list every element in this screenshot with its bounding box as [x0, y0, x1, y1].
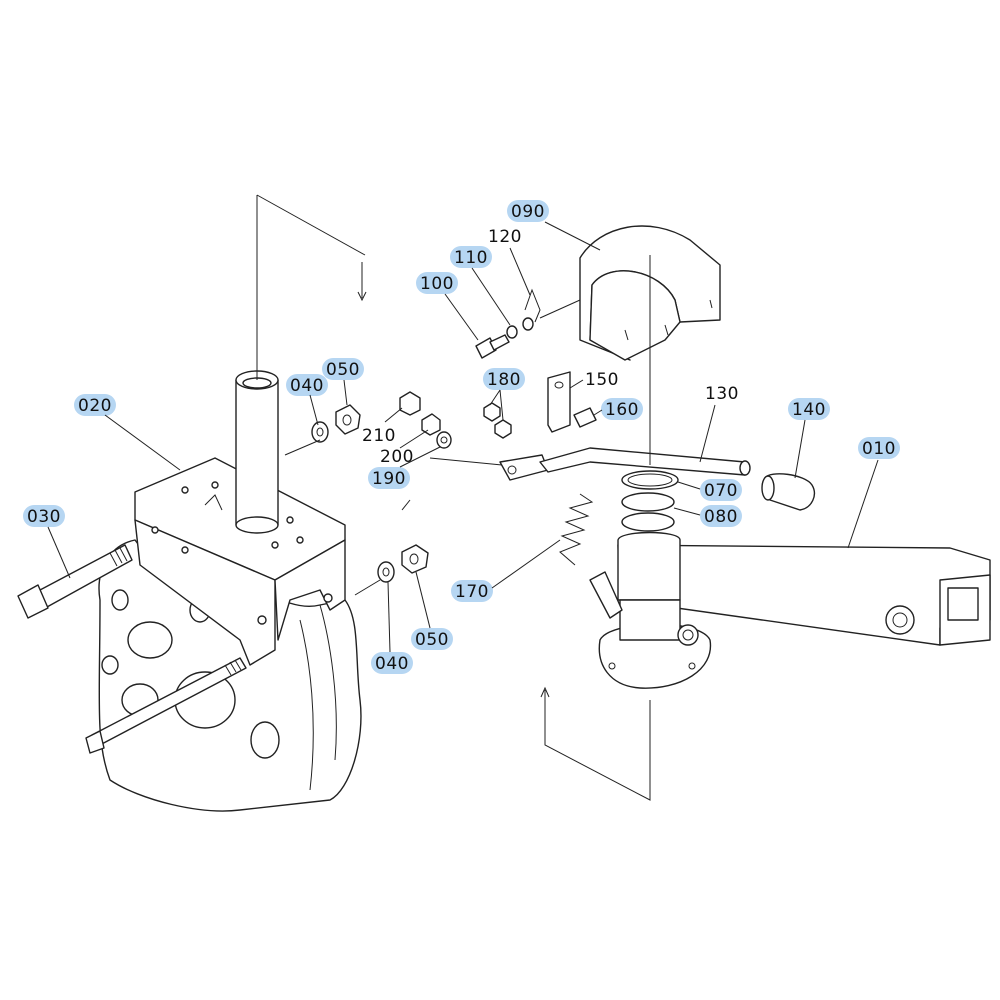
- nut-050-lower: [401, 544, 429, 574]
- label-150: 150: [585, 370, 619, 390]
- washer-040-lower: [377, 561, 395, 583]
- bolt-160: [573, 407, 597, 428]
- spring-170: [559, 493, 594, 566]
- label-020: 020: [78, 396, 112, 416]
- label-080: 080: [704, 507, 738, 527]
- small-hardware: [399, 391, 503, 466]
- label-210: 210: [362, 426, 396, 446]
- callouts: [23, 200, 900, 674]
- ring-070: [621, 470, 679, 490]
- label-030: 030: [27, 507, 61, 527]
- nuts-180: [483, 402, 512, 439]
- label-050-lower: 050: [415, 630, 449, 650]
- label-160: 160: [605, 400, 639, 420]
- label-040-lower: 040: [375, 654, 409, 674]
- label-040-upper: 040: [290, 376, 324, 396]
- label-180: 180: [487, 370, 521, 390]
- washer-040-upper: [311, 421, 329, 443]
- label-010: 010: [862, 439, 896, 459]
- bolt-030: [17, 544, 133, 619]
- label-140: 140: [792, 400, 826, 420]
- label-200: 200: [380, 447, 414, 467]
- label-090: 090: [511, 202, 545, 222]
- label-070: 070: [704, 481, 738, 501]
- part-labels: 010 020 030 040 050 040 050 070 080 090 …: [27, 202, 896, 674]
- label-170: 170: [455, 582, 489, 602]
- label-190: 190: [372, 469, 406, 489]
- label-050-upper: 050: [326, 360, 360, 380]
- label-100: 100: [420, 274, 454, 294]
- label-130: 130: [705, 384, 739, 404]
- cover-090: [579, 225, 721, 361]
- ring-080: [621, 492, 675, 532]
- pin-150: [547, 371, 571, 433]
- arm-010: [589, 531, 991, 689]
- bracket-020: [134, 370, 346, 666]
- label-120: 120: [488, 227, 522, 247]
- knob-140: [761, 473, 816, 511]
- guide-lines: [256, 194, 651, 801]
- lever-130: [499, 447, 751, 481]
- nut-050-upper: [335, 404, 361, 435]
- stud-bolt: [85, 657, 247, 754]
- label-110: 110: [454, 248, 488, 268]
